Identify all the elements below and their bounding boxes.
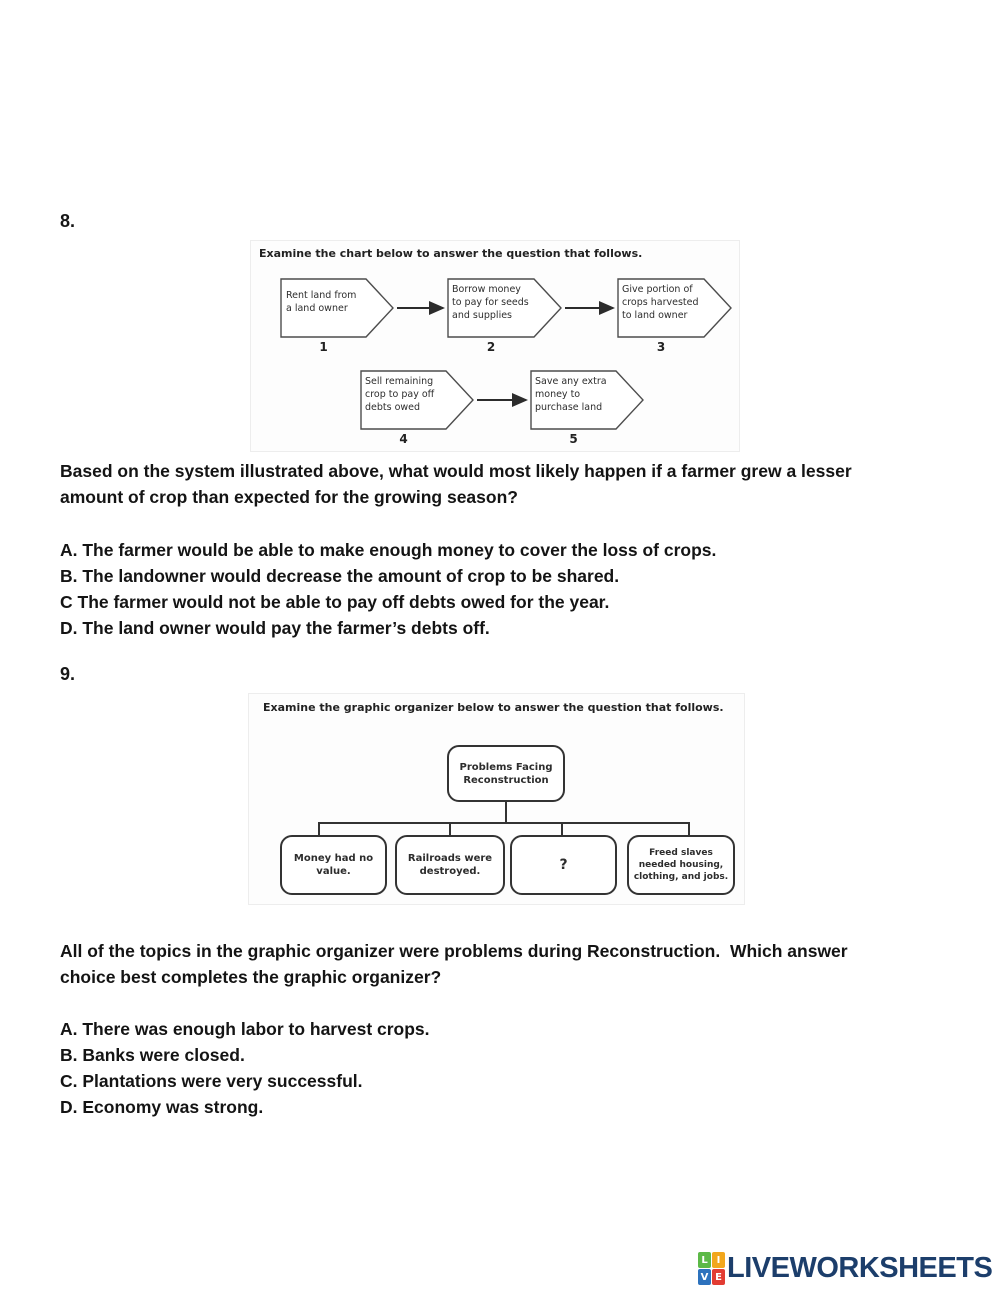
tree-child-3-label: ?: [559, 856, 568, 873]
flow-step-1-shape: [280, 278, 394, 338]
flow-step-5-number: 5: [569, 432, 578, 446]
tree-child-4-label: Freed slaves needed housing, clothing, a…: [633, 848, 729, 882]
flow-step-3-number: 3: [656, 340, 666, 354]
liveworksheets-logo-icon: L I V E: [698, 1252, 725, 1285]
flow-step-2-shape: [447, 278, 562, 338]
flow-step-5-label: Save any extra money to purchase land: [535, 376, 607, 413]
q8-option-b[interactable]: B. The landowner would decrease the amou…: [60, 566, 620, 586]
reconstruction-tree-graphic: [280, 745, 735, 895]
flow-step-3-label: Give portion of crops harvested to land …: [622, 284, 699, 321]
q9-option-d[interactable]: D. Economy was strong.: [60, 1097, 264, 1117]
liveworksheets-logo-text: LIVEWORKSHEETS: [727, 1252, 993, 1284]
tree-root-label: Problems Facing Reconstruction: [459, 761, 553, 786]
tree-child-4-shape: [627, 835, 735, 895]
tree-child-2-shape: [395, 835, 505, 895]
flow-step-2-label: Borrow money to pay for seeds and suppli…: [452, 284, 529, 321]
q8-chart-image: Examine the chart below to answer the qu…: [250, 240, 740, 452]
flow-step-5-shape: [530, 370, 644, 430]
q8-option-c[interactable]: C The farmer would not be able to pay of…: [60, 592, 610, 612]
q8-options: A. The farmer would be able to make enou…: [60, 537, 905, 641]
liveworksheets-logo: L I V E LIVEWORKSHEETS: [698, 1252, 993, 1285]
q9-options: A. There was enough labor to harvest cro…: [60, 1016, 905, 1120]
tree-child-2-label: Railroads were destroyed.: [407, 853, 493, 877]
q9-organizer-image: Examine the graphic organizer below to a…: [248, 693, 745, 905]
q8-chart-caption: Examine the chart below to answer the qu…: [259, 247, 643, 260]
tree-child-1-shape: [280, 835, 387, 895]
logo-tile-i: I: [712, 1252, 725, 1268]
q9-option-b[interactable]: B. Banks were closed.: [60, 1045, 245, 1065]
q8-option-d[interactable]: D. The land owner would pay the farmer’s…: [60, 618, 490, 638]
q9-question-text: All of the topics in the graphic organiz…: [60, 941, 853, 987]
flow-step-1-number: 1: [319, 340, 328, 354]
q9-option-a[interactable]: A. There was enough labor to harvest cro…: [60, 1019, 430, 1039]
logo-tile-e: E: [712, 1269, 725, 1285]
flow-step-4-label: Sell remaining crop to pay off debts owe…: [365, 376, 435, 413]
logo-tile-v: V: [698, 1269, 711, 1285]
question-8-number: 8.: [60, 211, 76, 231]
logo-tile-l: L: [698, 1252, 711, 1268]
tree-child-3-shape: [510, 835, 617, 895]
flow-step-2-number: 2: [486, 340, 496, 354]
flow-step-1-label: Rent land from a land owner: [286, 290, 357, 314]
q8-option-a[interactable]: A. The farmer would be able to make enou…: [60, 540, 717, 560]
sharecropping-flow-chart-graphic: [280, 278, 732, 430]
q9-option-c[interactable]: C. Plantations were very successful.: [60, 1071, 363, 1091]
flow-step-3-shape: [617, 278, 732, 338]
flow-step-4-shape: [360, 370, 474, 430]
question-9-number: 9.: [60, 664, 76, 684]
tree-child-1-label: Money had no value.: [293, 853, 374, 877]
flow-step-4-number: 4: [399, 432, 408, 446]
q9-organizer-caption: Examine the graphic organizer below to a…: [263, 701, 724, 714]
q8-question-text: Based on the system illustrated above, w…: [60, 461, 857, 507]
